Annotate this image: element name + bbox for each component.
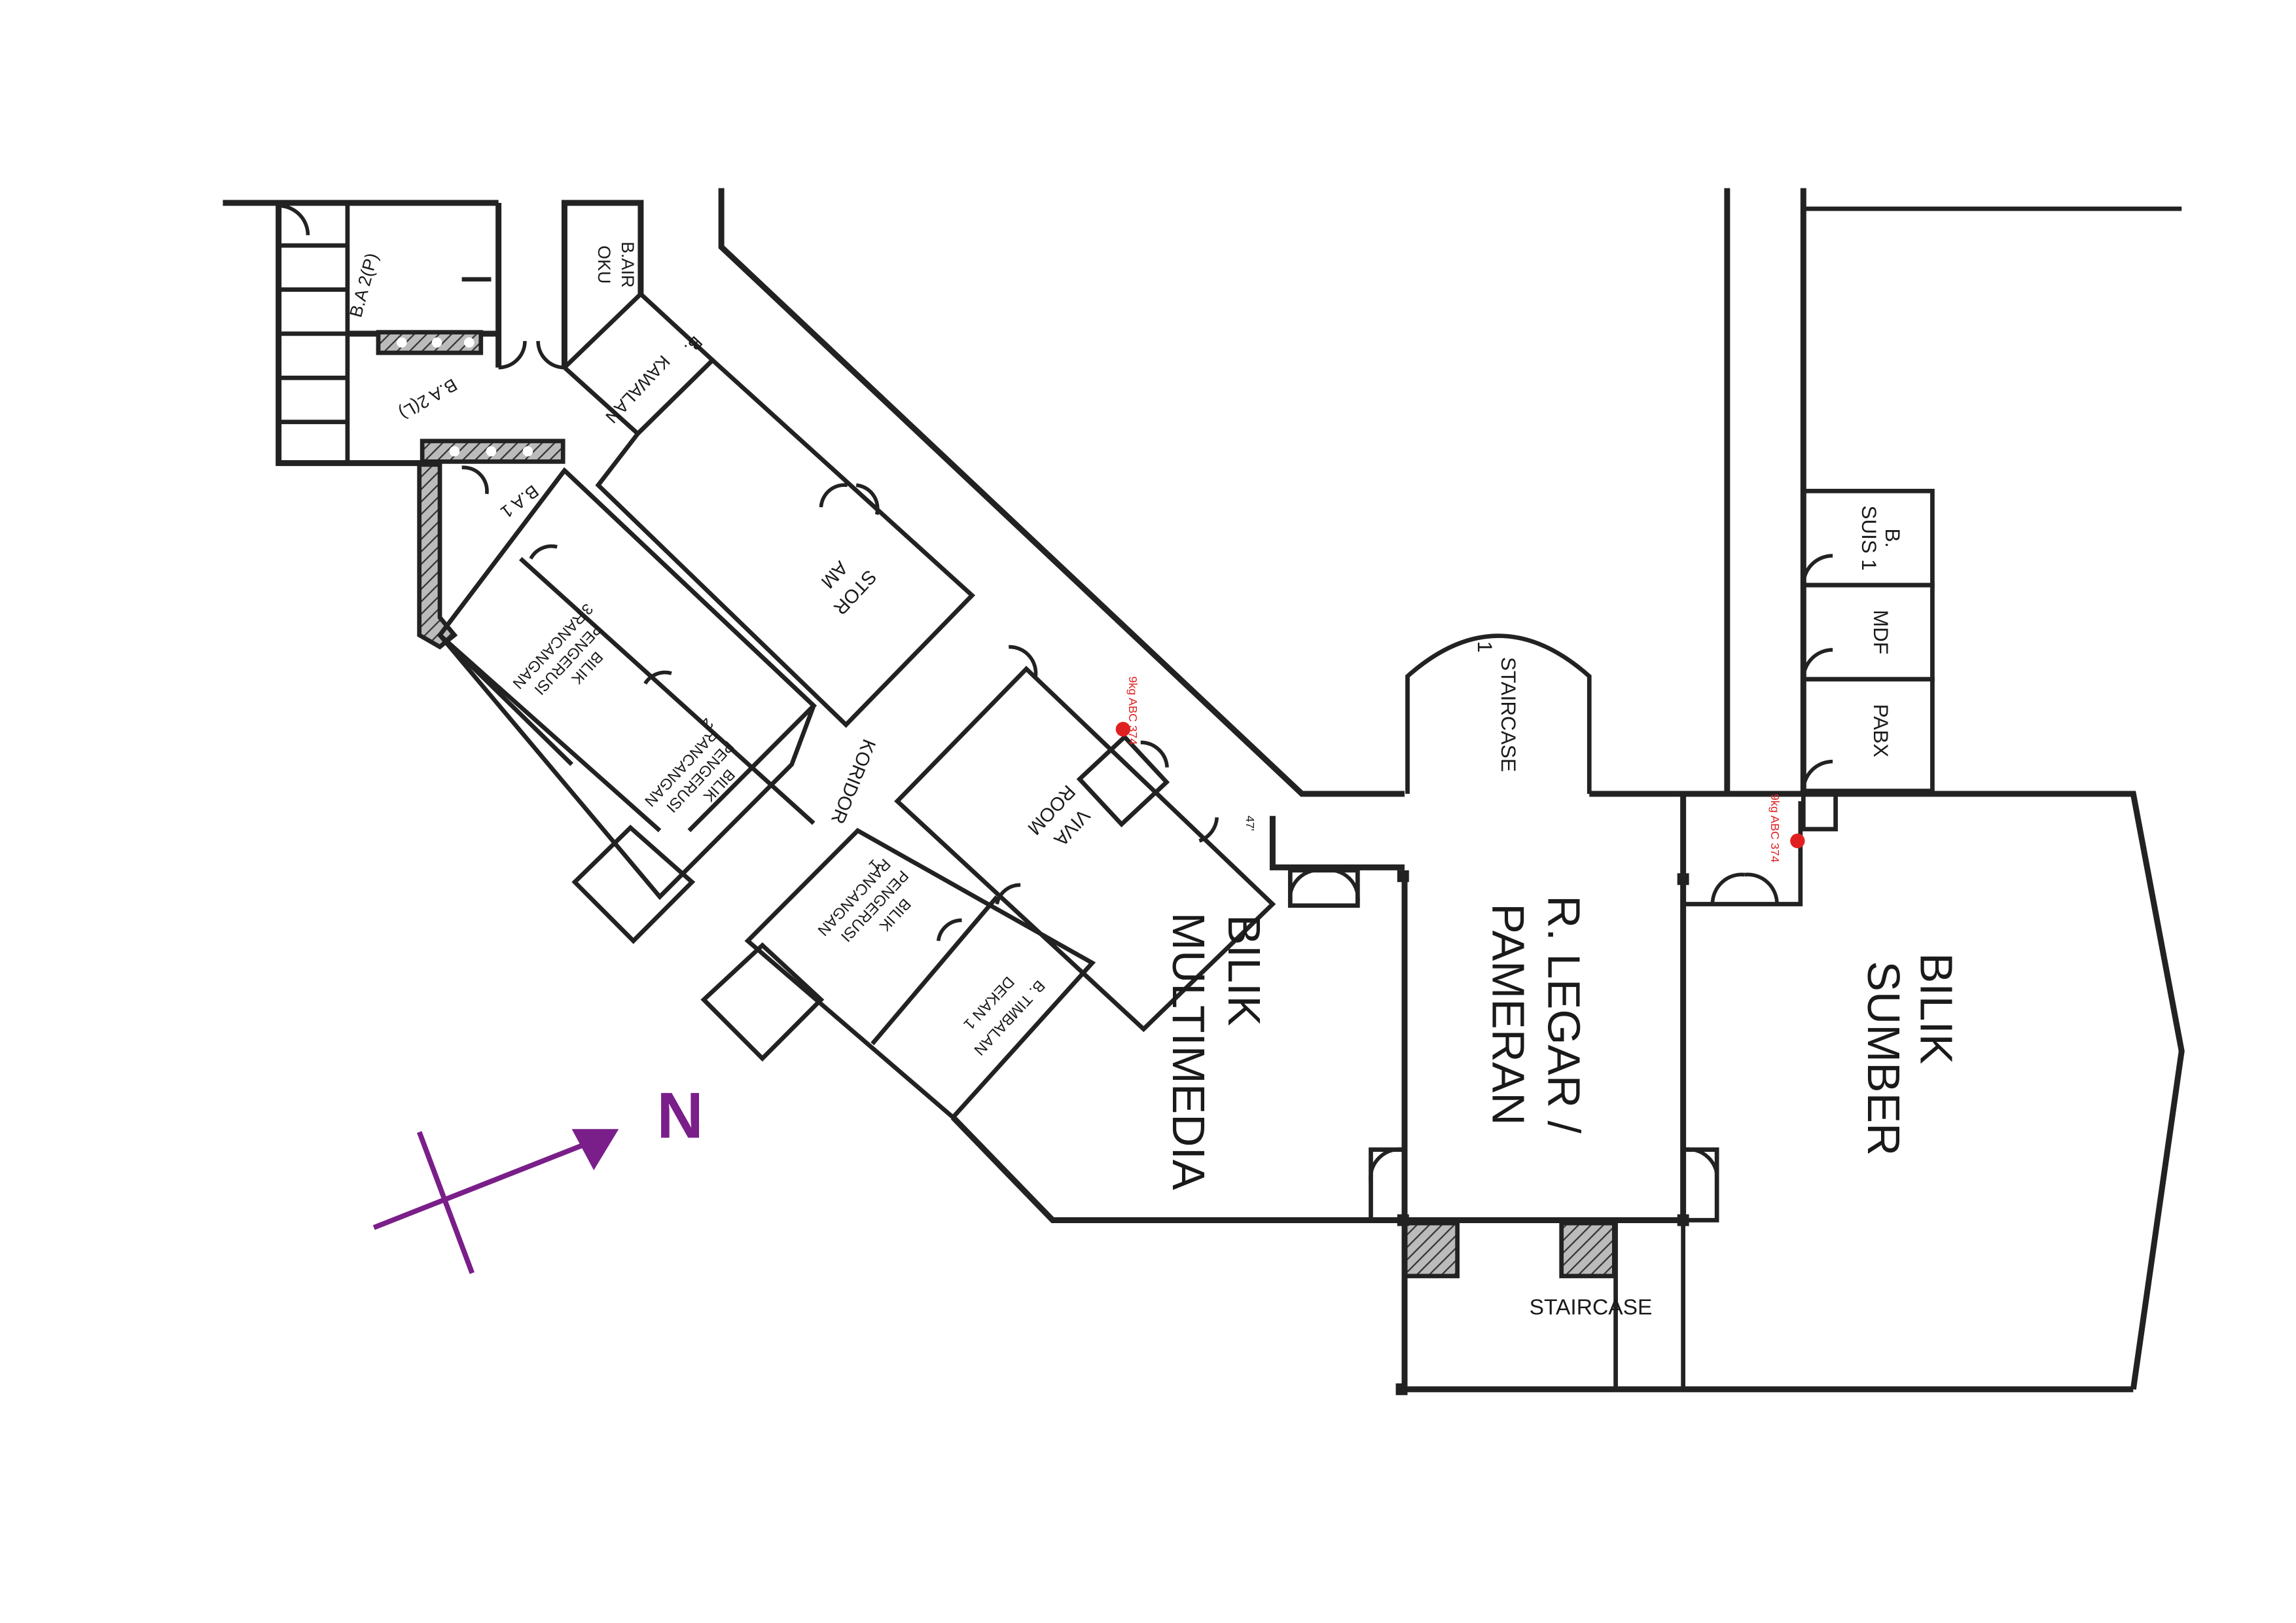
label-ba2l: B.A 2(L) — [396, 374, 461, 423]
label-ba1: B.A 1 — [497, 481, 542, 522]
label-dim-47: 47' — [1244, 815, 1257, 830]
label-staircase2: STAIRCASE — [1530, 1295, 1653, 1319]
north-arrow: N — [372, 1080, 704, 1274]
right-block — [1683, 188, 2185, 1390]
label-bilik-multimedia-1: BILIK — [1219, 914, 1270, 1026]
svg-text:9kg ABC 374: 9kg ABC 374 — [1768, 794, 1782, 863]
label-bilik-multimedia-2: MULTIMEDIA — [1163, 912, 1214, 1190]
label-ba2p: B.A 2(P) — [346, 251, 382, 319]
toilet-block — [223, 200, 644, 650]
north-label: N — [657, 1080, 704, 1152]
label-suis-1: SUIS 1 — [1857, 505, 1880, 571]
label-pabx: PABX — [1869, 704, 1892, 758]
label-bilik-sumber-2: SUMBER — [1858, 961, 1909, 1156]
label-oku: OKU — [594, 245, 614, 283]
extinguisher-viva: 9kg ABC 374 — [1115, 676, 1139, 745]
label-b-suis: B. — [1881, 528, 1904, 548]
label-r-legar: R. LEGAR / — [1539, 895, 1590, 1133]
label-staircase1-num: 1 — [1473, 641, 1496, 652]
label-pameran: PAMERAN — [1482, 903, 1534, 1125]
extinguisher-legar: 9kg ABC 374 — [1768, 794, 1805, 863]
diagonal-wing — [437, 188, 1731, 1223]
central-hall — [1269, 633, 2134, 1395]
svg-text:9kg ABC 374: 9kg ABC 374 — [1126, 676, 1139, 745]
label-bilik-sumber-1: BILIK — [1911, 953, 1962, 1064]
label-b-kawalan-2: KAWALAN — [601, 351, 673, 427]
label-staircase1: STAIRCASE — [1497, 657, 1520, 772]
label-koridor: KORIDOR — [827, 736, 880, 827]
label-mdf: MDF — [1869, 610, 1892, 654]
label-bair: B.AIR — [618, 241, 637, 287]
